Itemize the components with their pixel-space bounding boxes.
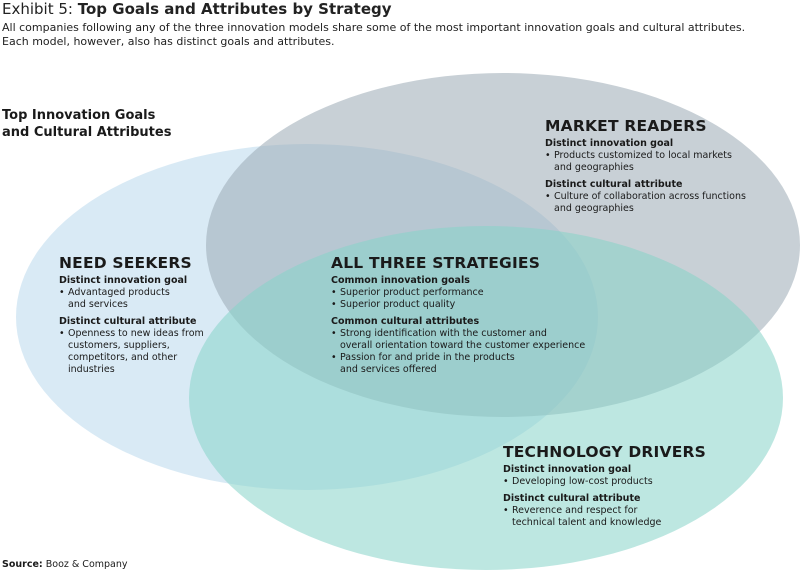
item-line: technical talent and knowledge: [512, 517, 662, 528]
technology-drivers-ellipse: [189, 226, 783, 570]
item-line: Products customized to local markets: [554, 150, 732, 161]
exhibit-number: Exhibit 5:: [2, 0, 73, 18]
market-readers-attr-label: Distinct cultural attribute: [545, 179, 683, 190]
item-line: Strong identification with the customer …: [340, 328, 547, 339]
item-line: and geographies: [554, 162, 634, 173]
exhibit-heading: Top Goals and Attributes by Strategy: [77, 0, 392, 18]
market-readers-heading: MARKET READERS: [545, 117, 707, 135]
all-three-block: ALL THREE STRATEGIES Common innovation g…: [331, 254, 585, 376]
all-three-heading: ALL THREE STRATEGIES: [331, 254, 541, 272]
technology-drivers-goal-label: Distinct innovation goal: [503, 464, 632, 475]
bullet-mark: [331, 328, 340, 339]
subtitle-line: Each model, however, also has distinct g…: [2, 35, 335, 48]
technology-drivers-attr-label: Distinct cultural attribute: [503, 493, 641, 504]
bullet-mark: [503, 505, 512, 516]
diagram-side-title: Top Innovation Goals and Cultural Attrib…: [2, 107, 171, 141]
need-seekers-block: NEED SEEKERS Distinct innovation goal Ad…: [59, 254, 204, 376]
source-label: Source:: [2, 559, 43, 570]
item-line: customers, suppliers,: [68, 340, 170, 351]
exhibit-title: Exhibit 5: Top Goals and Attributes by S…: [2, 0, 392, 18]
item-line: overall orientation toward the customer …: [340, 340, 586, 351]
item-line: Openness to new ideas from: [68, 328, 204, 339]
item-line: and geographies: [554, 203, 634, 214]
subtitle-line: All companies following any of the three…: [2, 21, 746, 34]
all-three-attr-item: Strong identification with the customer …: [331, 328, 585, 352]
market-readers-goal-label: Distinct innovation goal: [545, 138, 674, 149]
bullet-mark: [545, 191, 554, 202]
bullet-mark: [545, 150, 554, 161]
market-readers-attr-item: Culture of collaboration across function…: [545, 191, 746, 215]
all-three-goal-label: Common innovation goals: [331, 275, 470, 286]
technology-drivers-block: TECHNOLOGY DRIVERS Distinct innovation g…: [503, 443, 707, 529]
item-line: Advantaged products: [68, 287, 170, 298]
all-three-attr-label: Common cultural attributes: [331, 316, 480, 327]
item-line: and services offered: [340, 364, 437, 375]
bullet-mark: [331, 299, 340, 310]
source-text: Booz & Company: [45, 559, 128, 570]
item-line: competitors, and other: [68, 352, 178, 363]
bullet-mark: [59, 287, 68, 298]
bullet-mark: [331, 287, 340, 298]
all-three-goal-item: Superior product quality: [331, 299, 585, 311]
side-title-line: and Cultural Attributes: [2, 125, 172, 140]
item-line: Culture of collaboration across function…: [554, 191, 746, 202]
item-line: and services: [68, 299, 128, 310]
item-line: Reverence and respect for: [512, 505, 638, 516]
side-title-line: Top Innovation Goals: [2, 108, 156, 123]
item-line: Superior product performance: [340, 287, 484, 298]
item-line: industries: [68, 364, 115, 375]
need-seekers-goal-label: Distinct innovation goal: [59, 275, 188, 286]
market-readers-goal-item: Products customized to local marketsand …: [545, 150, 746, 174]
item-line: Developing low-cost products: [512, 476, 653, 487]
market-readers-block: MARKET READERS Distinct innovation goal …: [545, 117, 746, 215]
all-three-attr-item: Passion for and pride in the productsand…: [331, 352, 585, 376]
all-three-goal-item: Superior product performance: [331, 287, 585, 299]
technology-drivers-goal-item: Developing low-cost products: [503, 476, 706, 488]
bullet-mark: [59, 328, 68, 339]
technology-drivers-heading: TECHNOLOGY DRIVERS: [503, 443, 707, 461]
bullet-mark: [331, 352, 340, 363]
need-seekers-heading: NEED SEEKERS: [59, 254, 192, 272]
exhibit-subtitle: All companies following any of the three…: [2, 21, 762, 49]
need-seekers-attr-label: Distinct cultural attribute: [59, 316, 197, 327]
source-note: Source: Booz & Company: [2, 559, 128, 570]
item-line: Passion for and pride in the products: [340, 352, 515, 363]
bullet-mark: [503, 476, 512, 487]
item-line: Superior product quality: [340, 299, 456, 310]
